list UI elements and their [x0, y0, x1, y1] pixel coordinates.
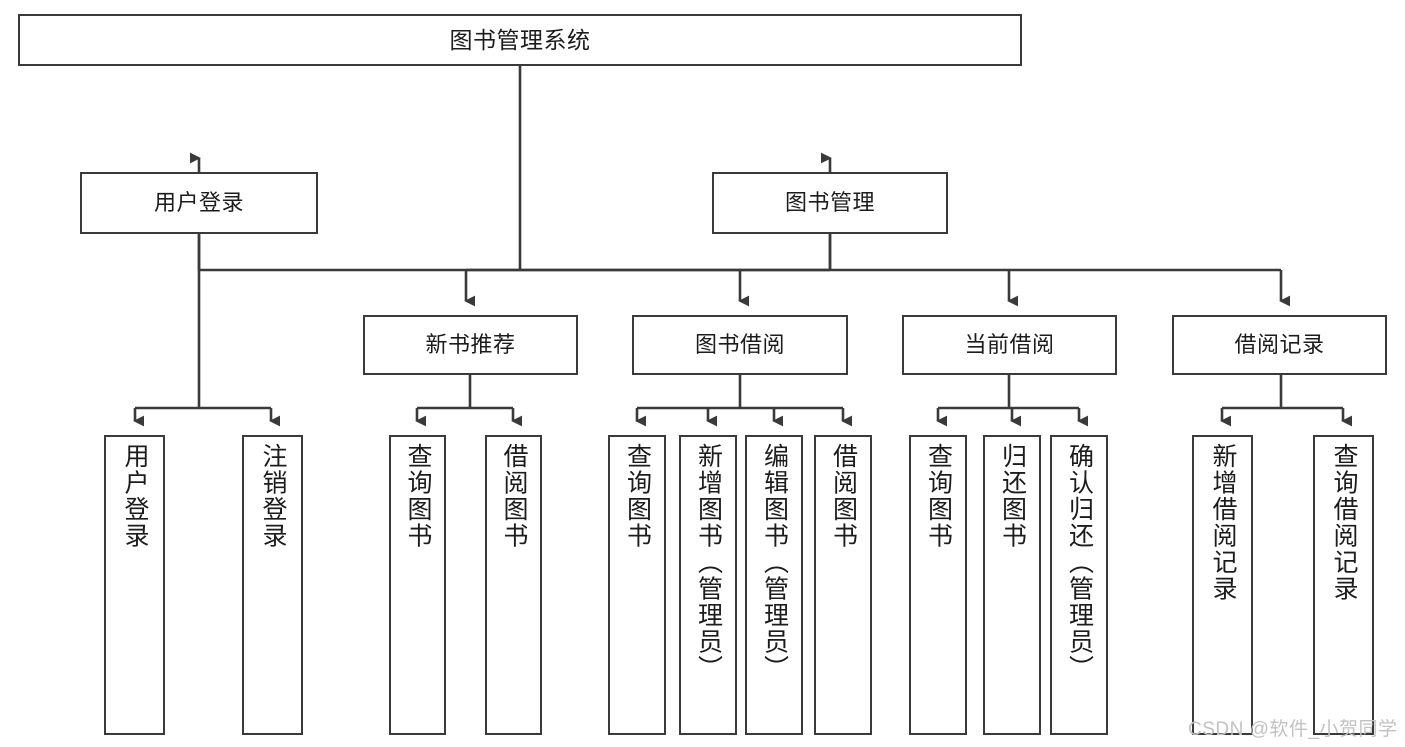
node-current-borrow[interactable]: 当前借阅	[902, 315, 1117, 375]
node-book-borrow[interactable]: 图书借阅	[632, 315, 848, 375]
leaf-return-book-label: 归还图书	[998, 443, 1027, 549]
leaf-query-book-borrow-label: 查询图书	[623, 443, 652, 549]
node-user-login[interactable]: 用户登录	[80, 172, 318, 234]
node-current-borrow-label: 当前借阅	[964, 332, 1055, 358]
node-book-borrow-label: 图书借阅	[694, 332, 785, 358]
leaf-user-logout-label: 注销登录	[259, 443, 287, 549]
leaf-borrow-book-label: 借阅图书	[829, 443, 858, 549]
leaf-add-book-admin-label: 新增图书（管理员）	[694, 443, 723, 682]
node-root-label: 图书管理系统	[449, 26, 591, 53]
leaf-return-book[interactable]: 归还图书	[983, 435, 1041, 735]
watermark: CSDN @软件_小贺同学	[1188, 719, 1398, 740]
node-new-book-recommend-label: 新书推荐	[425, 332, 516, 358]
leaf-borrow-book[interactable]: 借阅图书	[814, 435, 872, 735]
node-borrow-record[interactable]: 借阅记录	[1172, 315, 1387, 375]
leaf-add-book-admin[interactable]: 新增图书（管理员）	[679, 435, 737, 735]
leaf-confirm-return-admin-label: 确认归还（管理员）	[1065, 443, 1094, 682]
leaf-confirm-return-admin[interactable]: 确认归还（管理员）	[1050, 435, 1108, 735]
node-new-book-recommend[interactable]: 新书推荐	[363, 315, 578, 375]
leaf-query-borrow-record[interactable]: 查询借阅记录	[1313, 435, 1374, 735]
leaf-edit-book-admin-label: 编辑图书（管理员）	[760, 443, 789, 682]
leaf-query-book-recommend-label: 查询图书	[404, 443, 432, 549]
leaf-borrow-book-recommend[interactable]: 借阅图书	[485, 435, 542, 735]
node-user-login-label: 用户登录	[153, 190, 244, 216]
leaf-add-borrow-record-label: 新增借阅记录	[1209, 443, 1237, 602]
leaf-query-book-recommend[interactable]: 查询图书	[389, 435, 446, 735]
node-borrow-record-label: 借阅记录	[1234, 332, 1325, 358]
node-book-management[interactable]: 图书管理	[712, 172, 948, 234]
leaf-query-book-current[interactable]: 查询图书	[909, 435, 967, 735]
leaf-user-logout[interactable]: 注销登录	[242, 435, 303, 735]
leaf-user-login[interactable]: 用户登录	[104, 435, 165, 735]
leaf-add-borrow-record[interactable]: 新增借阅记录	[1192, 435, 1253, 735]
node-book-management-label: 图书管理	[784, 190, 875, 216]
leaf-borrow-book-recommend-label: 借阅图书	[500, 443, 528, 549]
node-root[interactable]: 图书管理系统	[18, 14, 1022, 66]
leaf-query-book-current-label: 查询图书	[924, 443, 953, 549]
leaf-edit-book-admin[interactable]: 编辑图书（管理员）	[745, 435, 803, 735]
leaf-user-login-label: 用户登录	[121, 443, 149, 549]
leaf-query-book-borrow[interactable]: 查询图书	[608, 435, 666, 735]
leaf-query-borrow-record-label: 查询借阅记录	[1330, 443, 1358, 602]
